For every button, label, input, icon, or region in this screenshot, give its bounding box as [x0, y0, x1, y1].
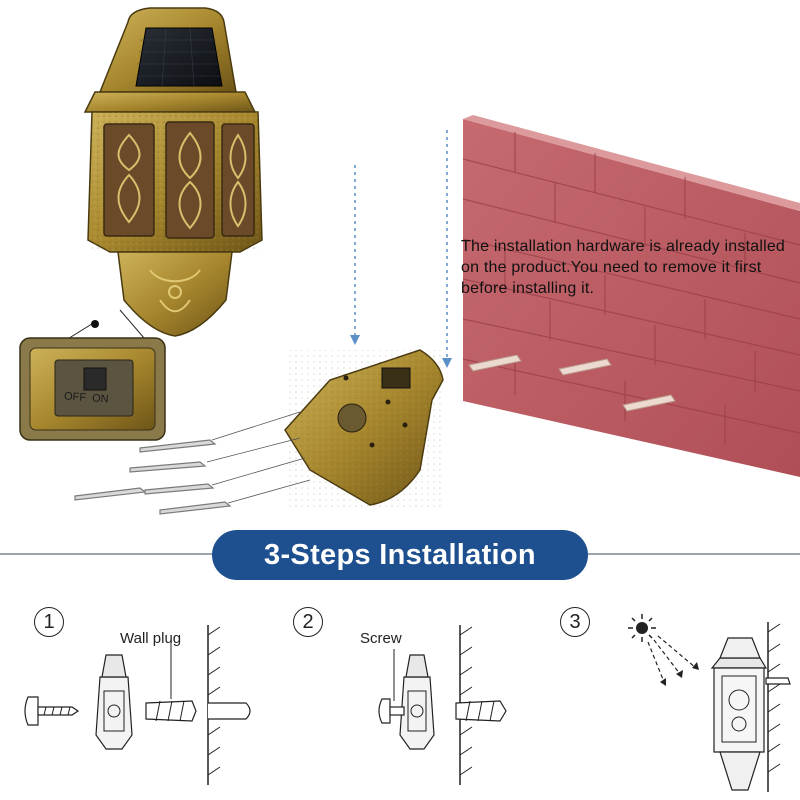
step-2-diagram	[378, 625, 507, 785]
step-2-number: 2	[293, 607, 323, 637]
divider-right	[588, 553, 800, 555]
product-illustration: OFF ON The installation	[19, 7, 800, 515]
sun-icon	[628, 614, 656, 642]
step-3-number: 3	[560, 607, 590, 637]
step-2-callout: Screw	[360, 630, 402, 647]
divider-left	[0, 553, 212, 555]
banner-title: 3-Steps Installation	[264, 538, 536, 571]
step-1-diagram	[24, 625, 251, 785]
step-1-callout: Wall plug	[120, 630, 182, 647]
brick-wall	[462, 115, 800, 477]
steps-banner: 3-Steps Installation	[212, 530, 588, 580]
installation-note: The installation hardware is already ins…	[461, 238, 786, 297]
step-3-diagram	[628, 614, 791, 792]
step-1-number: 1	[34, 607, 64, 637]
solar-lamp-image	[19, 7, 452, 515]
